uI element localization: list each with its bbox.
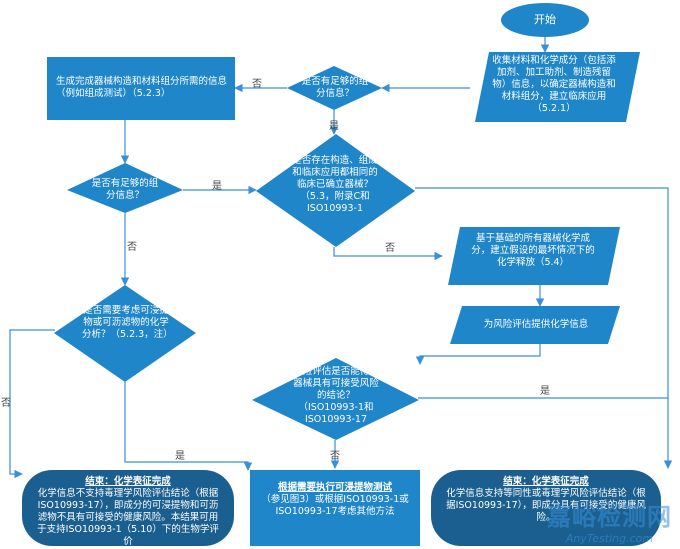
- worst-case-node: [448, 227, 620, 285]
- extract-node: [250, 470, 420, 546]
- edge-label-no-same-use: 否: [385, 243, 395, 254]
- end-left-node: [22, 470, 234, 546]
- watermark: 嘉峪检测网 AnyTesting.com: [547, 497, 672, 545]
- edge-provide-risk: [415, 344, 541, 365]
- need-analysis-node: [54, 285, 196, 382]
- edges: [9, 37, 673, 479]
- edge-label-no-risk: 否: [330, 451, 340, 462]
- nodes: [22, 3, 661, 546]
- edge-need-extract: [124, 382, 253, 471]
- edge-label-yes-enough1: 是: [329, 121, 339, 132]
- edge-sameuse-right: [415, 187, 673, 469]
- collect-node: [475, 52, 640, 122]
- edge-label-yes-enough2: 是: [212, 181, 222, 192]
- edge-label-no-enough1: 否: [252, 79, 262, 90]
- start-node: [501, 3, 589, 37]
- edge-sameuse-worstcase: [333, 247, 443, 261]
- edge-label-yes-need: 是: [175, 451, 185, 462]
- edge-label-no-enough2: 否: [127, 242, 137, 253]
- edge-need-endleft: [9, 329, 55, 479]
- edge-label-no-need: 否: [1, 398, 11, 409]
- end-right-node: [431, 470, 661, 546]
- generate-node: [47, 57, 235, 120]
- edge-label-yes-risk: 是: [540, 386, 550, 397]
- watermark-cn: 嘉峪检测网: [547, 503, 672, 531]
- watermark-en: AnyTesting.com: [565, 532, 654, 545]
- enough2-node: [67, 163, 183, 213]
- enough1-node: [287, 66, 382, 110]
- provide-info-node: [450, 306, 620, 344]
- same-use-node: [256, 134, 415, 247]
- risk-eval-node: [252, 358, 419, 440]
